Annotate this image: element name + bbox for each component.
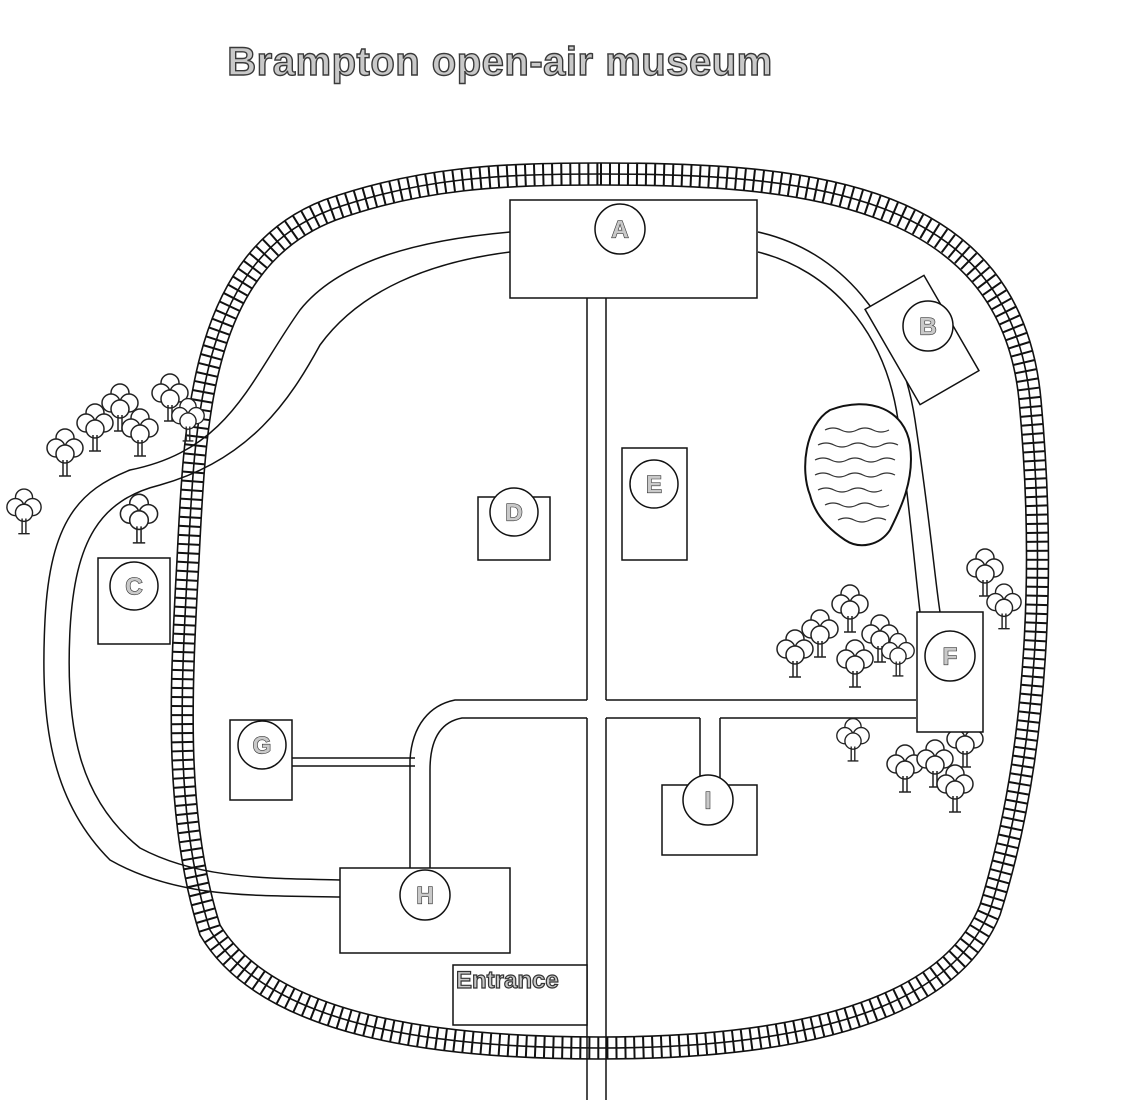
lake-water-lines [814,427,899,523]
map-title: Brampton open-air museum [227,39,773,84]
building-e: E [621,447,688,561]
tree-icon [936,764,974,813]
building-c: C [97,557,171,645]
label-e: E [646,472,662,499]
label-d: D [505,500,522,527]
label-a: A [611,217,628,244]
lake [804,403,912,547]
label-b: B [919,314,936,341]
tree-icon [6,488,42,535]
tree-icon [886,744,924,793]
label-i: I [705,788,712,815]
tree-icon [121,408,159,457]
label-f: F [943,644,958,671]
building-f: F [916,611,984,733]
tree-icon [836,639,874,688]
label-g: G [253,733,272,760]
label-h: H [416,883,433,910]
building-d: D [477,487,551,561]
building-b-marker: B [902,300,954,352]
tree-icon [119,493,159,544]
building-g: G [229,719,293,801]
entrance-building: Entrance [452,964,588,1026]
label-c: C [125,574,142,601]
entrance-label: Entrance [456,967,559,994]
railway [170,162,1050,1060]
tree-icon [986,583,1022,630]
building-a: A [509,199,758,299]
tree-icon [836,717,870,762]
inner-roads [292,298,916,1100]
building-i: I [661,774,758,856]
building-h: H [339,867,511,954]
tree-icon [46,428,84,477]
